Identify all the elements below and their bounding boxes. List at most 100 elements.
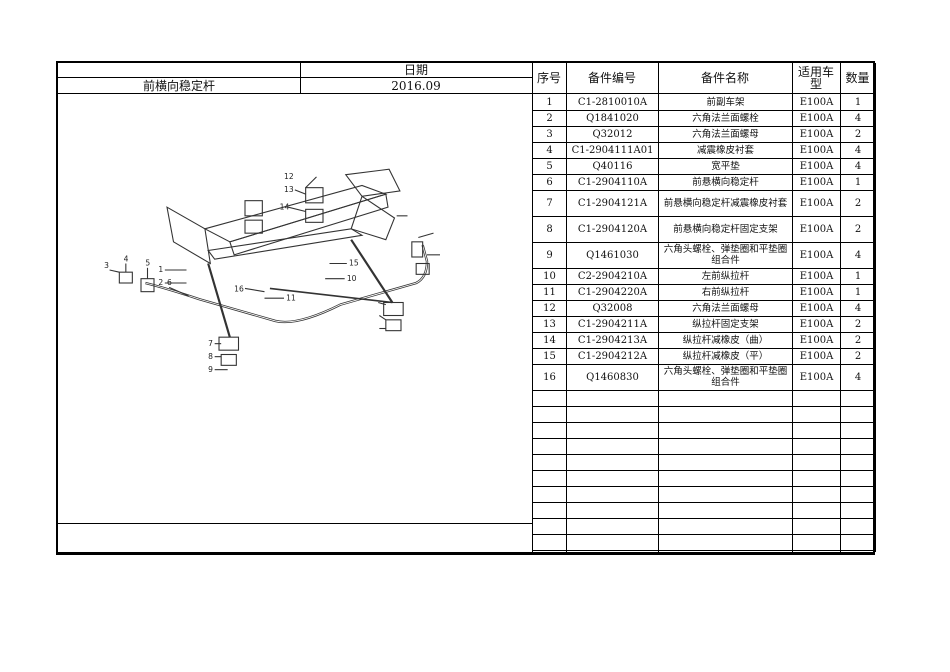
cell-name: 六角法兰面螺母 <box>692 128 759 140</box>
cell-qty: 2 <box>854 334 862 346</box>
cell-qty: 1 <box>854 176 862 188</box>
cell-no: 3 <box>546 128 553 140</box>
cell-name: 纵拉杆减橡皮（平） <box>682 350 769 362</box>
cell-part-no: Q1841020 <box>586 112 639 124</box>
cell-qty: 1 <box>854 286 862 298</box>
callout-16: 16 <box>234 285 244 294</box>
cell-no: 10 <box>543 270 556 282</box>
cell-no: 4 <box>546 144 553 156</box>
callout-13: 13 <box>284 185 294 194</box>
cell-no: 12 <box>543 302 556 314</box>
cell-qty: 2 <box>854 318 862 330</box>
callout-12: 12 <box>284 172 294 181</box>
cell-no: 9 <box>546 249 553 261</box>
cell-qty: 4 <box>854 249 862 261</box>
cell-no: 13 <box>543 318 556 330</box>
cell-part-no: Q32012 <box>592 128 633 140</box>
cell-qty: 4 <box>854 371 862 383</box>
assembly-title: 前横向稳定杆 <box>142 78 215 93</box>
callout-9: 9 <box>208 365 213 374</box>
cell-qty: 4 <box>854 112 862 124</box>
cell-model: E100A <box>799 160 834 172</box>
cell-no: 8 <box>546 223 553 235</box>
cell-qty: 2 <box>854 223 862 235</box>
cell-no: 16 <box>543 371 556 383</box>
cell-name: 六角法兰面螺栓 <box>692 112 759 124</box>
callout-14: 14 <box>280 202 290 211</box>
cell-part-no: C1-2904220A <box>577 286 648 298</box>
callout-1: 1 <box>158 265 163 274</box>
cell-part-no: C2-2904210A <box>577 270 648 282</box>
cell-part-no: Q1460830 <box>586 371 639 383</box>
cell-part-no: C1-2904111A01 <box>571 144 654 156</box>
date-label: 日期 <box>403 63 428 77</box>
callout-6: 6 <box>167 278 172 287</box>
cell-qty: 2 <box>854 197 862 209</box>
cell-name: 宽平垫 <box>711 160 740 172</box>
callout-5: 5 <box>145 259 150 268</box>
cell-qty: 4 <box>854 144 862 156</box>
cell-qty: 4 <box>854 302 862 314</box>
cell-name: 前悬横向稳定杆 <box>692 176 759 188</box>
col-header-model: 适用车型 <box>798 65 835 91</box>
cell-no: 7 <box>546 197 553 209</box>
parts-sheet: 日期 前横向稳定杆 2016.09 序号 备件编号 备件名称 适用车型 数量 <box>56 61 876 555</box>
cell-model: E100A <box>799 96 834 108</box>
cell-name: 纵拉杆减橡皮（曲） <box>682 334 769 346</box>
cell-name: 前悬横向稳定杆固定支架 <box>673 223 778 235</box>
cell-model: E100A <box>799 318 834 330</box>
cell-qty: 1 <box>854 270 862 282</box>
cell-part-no: C1-2904120A <box>577 223 648 235</box>
cell-qty: 2 <box>854 128 862 140</box>
cell-qty: 1 <box>854 96 862 108</box>
cell-no: 6 <box>546 176 553 188</box>
cell-qty: 2 <box>854 350 862 362</box>
cell-part-no: C1-2810010A <box>577 96 648 108</box>
cell-model: E100A <box>799 371 834 383</box>
callout-11: 11 <box>286 293 296 302</box>
cell-name: 纵拉杆固定支架 <box>692 318 759 330</box>
cell-model: E100A <box>799 249 834 261</box>
cell-model: E100A <box>799 350 834 362</box>
cell-part-no: C1-2904211A <box>577 318 648 330</box>
cell-part-no: Q32008 <box>592 302 633 314</box>
cell-part-no: C1-2904213A <box>577 334 648 346</box>
col-header-part-name: 备件名称 <box>700 71 749 85</box>
cell-model: E100A <box>799 334 834 346</box>
cell-name: 左前纵拉杆 <box>701 270 750 282</box>
cell-no: 2 <box>546 112 553 124</box>
cell-name: 六角头螺栓、弹垫圈和平垫圈组合件 <box>663 244 788 266</box>
callout-8: 8 <box>208 352 213 361</box>
callout-2: 2 <box>158 278 163 287</box>
cell-model: E100A <box>799 197 834 209</box>
cell-qty: 4 <box>854 160 862 172</box>
cell-part-no: Q1461030 <box>586 249 639 261</box>
cell-name: 前副车架 <box>706 96 745 108</box>
cell-part-no: Q40116 <box>592 160 633 172</box>
callout-10: 10 <box>347 274 357 283</box>
cell-no: 5 <box>546 160 553 172</box>
cell-name: 右前纵拉杆 <box>701 286 750 298</box>
cell-part-no: C1-2904121A <box>577 197 648 209</box>
cell-part-no: C1-2904110A <box>577 176 648 188</box>
cell-name: 六角头螺栓、弹垫圈和平垫圈组合件 <box>663 366 788 388</box>
cell-model: E100A <box>799 270 834 282</box>
exploded-diagram: 1 2 3 4 5 6 7 8 9 10 11 12 13 14 15 16 <box>104 168 440 374</box>
cell-no: 14 <box>543 334 556 346</box>
callout-15: 15 <box>349 259 359 268</box>
callout-4: 4 <box>124 254 129 263</box>
col-header-quantity: 数量 <box>845 71 870 85</box>
cell-model: E100A <box>799 223 834 235</box>
date-value: 2016.09 <box>391 78 441 93</box>
callout-3: 3 <box>104 261 109 270</box>
col-header-part-number: 备件编号 <box>587 71 636 85</box>
cell-model: E100A <box>799 302 834 314</box>
callout-7: 7 <box>208 339 213 348</box>
cell-model: E100A <box>799 112 834 124</box>
cell-model: E100A <box>799 144 834 156</box>
cell-name: 六角法兰面螺母 <box>692 302 759 314</box>
cell-no: 11 <box>543 286 556 298</box>
cell-part-no: C1-2904212A <box>577 350 648 362</box>
cell-model: E100A <box>799 176 834 188</box>
cell-model: E100A <box>799 286 834 298</box>
